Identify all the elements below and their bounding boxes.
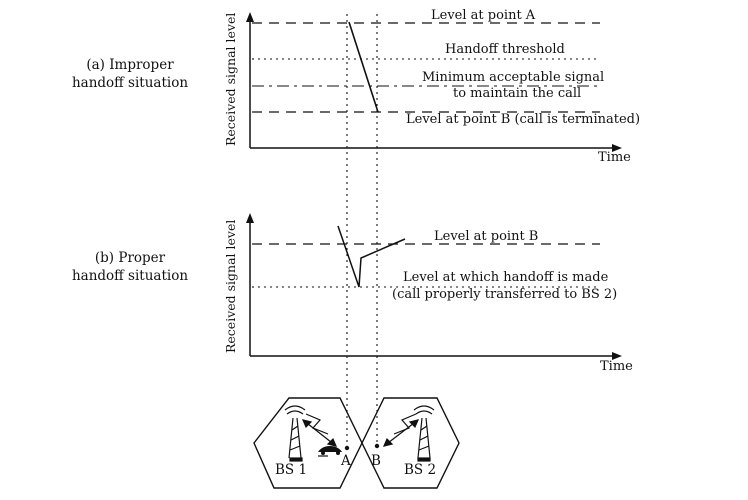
panel-b-handoff-label-line2: (call properly transferred to BS 2) <box>392 287 618 302</box>
panel-a-y-axis-label: Received signal level <box>223 12 238 146</box>
panel-a-x-axis-label: Time <box>598 150 631 165</box>
panel-b-signal-curve <box>337 225 406 288</box>
panel-a-handoff-threshold-label: Handoff threshold <box>445 42 565 57</box>
panel-a-min-signal-label-line2: to maintain the call <box>453 86 582 101</box>
panel-b-y-arrow <box>246 213 254 223</box>
hexagon-bs2 <box>361 397 460 489</box>
panel-a-level-a-label: Level at point A <box>431 8 536 23</box>
panel-a-title-line2: handoff situation <box>71 75 189 91</box>
radio-link-bs1-icon <box>301 413 338 447</box>
panel-a-title-line1: (a) Improper <box>86 57 174 73</box>
bs2-label: BS 2 <box>404 462 437 478</box>
cell-bs2 <box>361 397 460 489</box>
panel-a-x-arrow <box>612 144 622 152</box>
panel-b-graph <box>246 213 622 360</box>
tower-bs2-icon <box>413 405 435 462</box>
panel-b-x-axis-label: Time <box>600 359 633 374</box>
bs1-label: BS 1 <box>275 462 308 478</box>
radio-link-bs2-icon <box>382 413 420 447</box>
panel-b-title: (b) Proper handoff situation <box>55 249 205 285</box>
car-icon <box>318 446 342 457</box>
hexagon-bs1 <box>253 397 363 489</box>
panel-b-y-axis-label: Received signal level <box>223 219 238 353</box>
panel-a-title: (a) Improper handoff situation <box>55 56 205 92</box>
point-a-label: A <box>341 453 351 469</box>
point-b-dot <box>374 443 380 449</box>
panel-b-handoff-label-line1: Level at which handoff is made <box>403 270 609 285</box>
point-a-dot <box>344 445 350 451</box>
tower-bs1-icon <box>284 405 306 462</box>
panel-a-graph <box>246 12 622 152</box>
panel-b-level-b-label: Level at point B <box>434 229 539 244</box>
panel-a-y-arrow <box>246 12 254 22</box>
cell-bs1 <box>253 397 363 489</box>
panel-b-x-arrow <box>612 352 622 360</box>
panel-a-signal-drop <box>348 21 379 113</box>
panel-b-title-line1: (b) Proper <box>94 250 166 266</box>
panel-b-title-line2: handoff situation <box>71 268 189 284</box>
panel-a-level-b-label: Level at point B (call is terminated) <box>406 112 641 127</box>
panel-a-min-signal-label-line1: Minimum acceptable signal <box>422 70 605 85</box>
point-b-label: B <box>371 453 381 469</box>
